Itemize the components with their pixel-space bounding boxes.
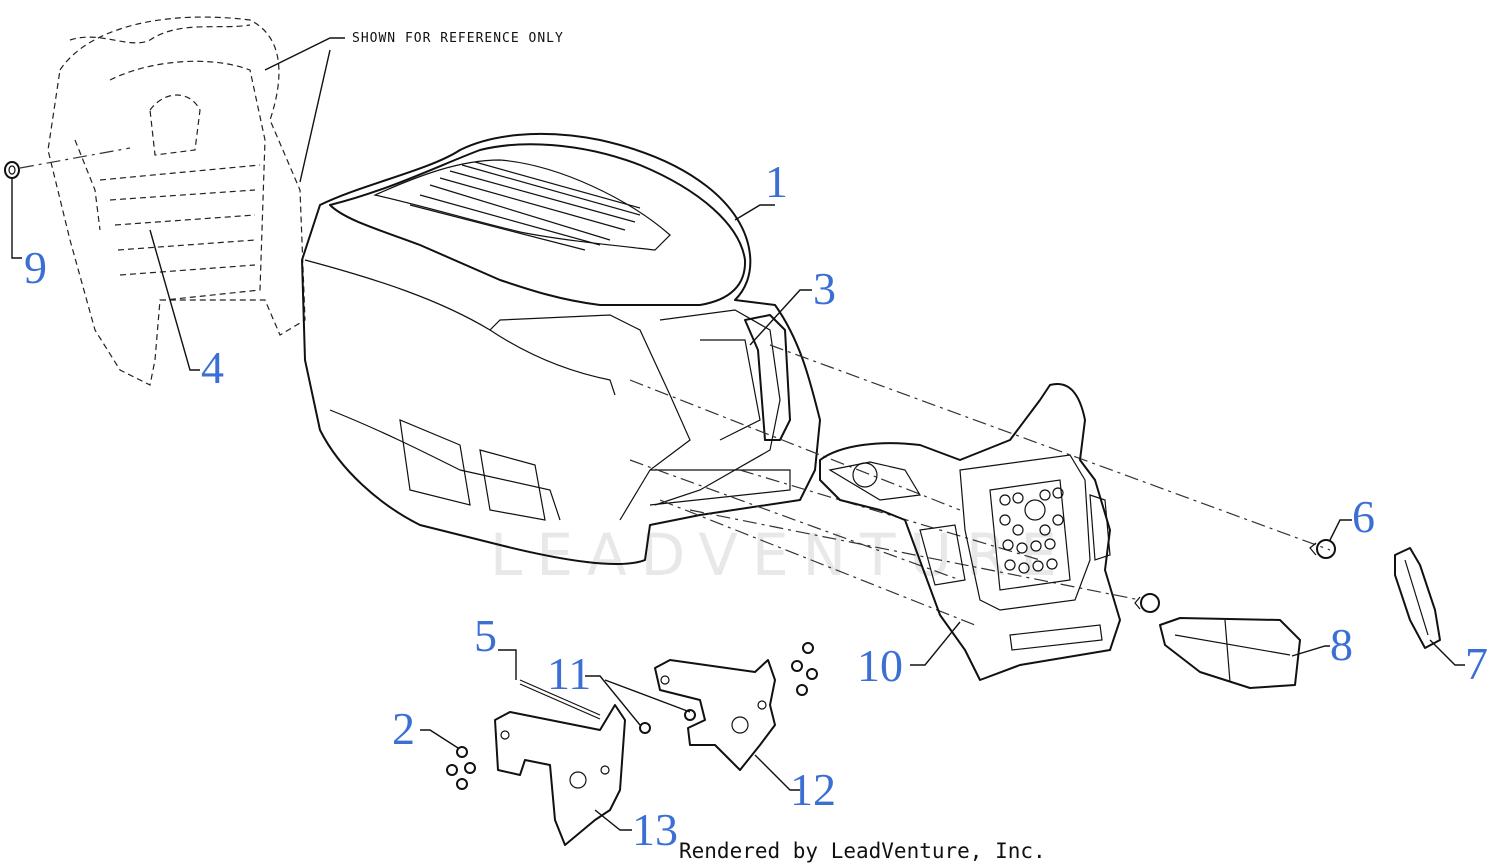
callout-1: 1 xyxy=(765,156,788,207)
callout-2: 2 xyxy=(392,703,415,754)
grille-part-10 xyxy=(819,383,1121,681)
fastener-part-2 xyxy=(446,746,476,790)
callout-13: 13 xyxy=(632,804,678,855)
credit-text: Rendered by LeadVenture, Inc. xyxy=(679,839,1046,863)
callout-8: 8 xyxy=(1330,619,1353,670)
spring-part-5 xyxy=(519,679,601,720)
reference-note: SHOWN FOR REFERENCE ONLY xyxy=(352,31,564,46)
callout-5: 5 xyxy=(474,610,497,661)
callout-7: 7 xyxy=(1465,638,1488,689)
fender-reference-part xyxy=(47,16,306,386)
callout-12: 12 xyxy=(790,764,836,815)
callout-4: 4 xyxy=(201,342,224,393)
bracket-part-13 xyxy=(494,704,626,846)
lens-part-7 xyxy=(1394,547,1441,649)
bracket-part-12 xyxy=(654,659,776,771)
fastener-part-11 xyxy=(639,709,696,734)
hood-part-1 xyxy=(301,132,821,565)
callout-6: 6 xyxy=(1352,491,1375,542)
callout-10: 10 xyxy=(857,640,903,691)
bulb-part-6 xyxy=(1309,539,1336,559)
callout-9: 9 xyxy=(24,242,47,293)
bulb-part-extra xyxy=(1134,593,1160,613)
fastener-right-bracket xyxy=(791,642,818,696)
watermark-text: LEADVENTURE xyxy=(490,521,1071,589)
callout-3: 3 xyxy=(813,263,836,314)
bracket-part-3 xyxy=(744,314,791,441)
headlight-part-8 xyxy=(1159,617,1301,689)
cap-part-9 xyxy=(4,161,20,179)
callout-11: 11 xyxy=(547,648,591,699)
